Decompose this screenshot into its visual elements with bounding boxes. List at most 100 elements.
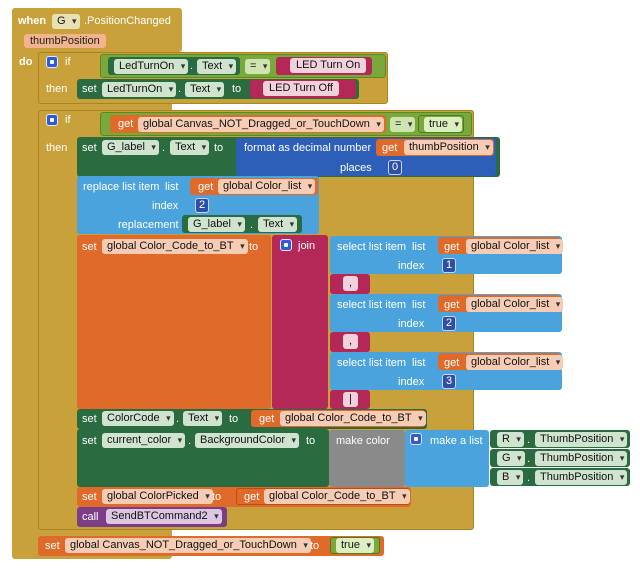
replace-label: replace list item (83, 181, 160, 193)
replacement-label: replacement (118, 219, 179, 231)
select1-label: select list item (337, 241, 407, 253)
set-color-code-to: to (249, 241, 259, 253)
select1-index-label: index (398, 260, 425, 272)
set-colorcode-var-dropdown[interactable]: global Color_Code_to_BT (280, 411, 426, 426)
make-list-gear-icon[interactable] (410, 433, 422, 445)
set-color-code-var-dropdown[interactable]: global Color_Code_to_BT (102, 239, 248, 254)
thumb-b-prop-dropdown[interactable]: ThumbPosition (535, 470, 628, 485)
sep-text-3-value[interactable]: | (343, 392, 358, 407)
thumb-g-component-dropdown[interactable]: G (497, 451, 525, 466)
join-gear-icon[interactable] (280, 239, 292, 251)
select3-list-label: list (412, 357, 426, 369)
make-color-label: make color (336, 435, 390, 447)
if1-gear-icon[interactable] (46, 56, 58, 68)
join-label: join (298, 240, 316, 252)
set-g-label-to: to (214, 142, 224, 154)
set-colorcode-get-label: get (259, 413, 275, 425)
thumb-b-component-dropdown[interactable]: B (497, 470, 524, 485)
replacement-component-dropdown[interactable]: G_label (188, 217, 245, 232)
set-g-label-set: set (82, 142, 97, 154)
thumb-b-dot: . (527, 472, 531, 484)
if1-set-prop-dropdown[interactable]: Text (185, 82, 225, 97)
set-colorpicked-set: set (82, 491, 97, 503)
if1-then-label: then (46, 83, 68, 95)
set-current-to: to (306, 435, 316, 447)
do-label: do (19, 56, 33, 68)
join-block[interactable] (272, 235, 328, 409)
format-get-var-dropdown[interactable]: thumbPosition (404, 140, 493, 155)
select1-list-var-dropdown[interactable]: global Color_list (466, 239, 564, 254)
select3-label: select list item (337, 357, 407, 369)
if1-rhs-text[interactable]: LED Turn On (290, 58, 367, 73)
if2-op-dropdown[interactable]: = (390, 117, 416, 132)
if2-true-dropdown[interactable]: true (424, 117, 462, 132)
set-colorcode-prop-dropdown[interactable]: Text (183, 411, 223, 426)
set-colorcode-set: set (82, 413, 97, 425)
sep-text-2-value[interactable]: , (343, 334, 359, 349)
if1-lhs-component-dropdown[interactable]: LedTurnOn (114, 59, 189, 74)
set-color-code-set: set (82, 241, 97, 253)
select1-list-label: list (412, 241, 426, 253)
thumb-g-prop-dropdown[interactable]: ThumbPosition (535, 451, 628, 466)
select2-index-label: index (398, 318, 425, 330)
if1-lhs-prop-dropdown[interactable]: Text (197, 59, 237, 74)
if1-op-dropdown[interactable]: = (245, 59, 271, 74)
replace-list-var-dropdown[interactable]: global Color_list (218, 179, 316, 194)
select2-get-label: get (444, 299, 460, 311)
if2-gear-icon[interactable] (46, 114, 58, 126)
replacement-dot: . (250, 219, 254, 231)
set-g-label-prop-dropdown[interactable]: Text (170, 140, 210, 155)
select2-list-var-dropdown[interactable]: global Color_list (466, 297, 564, 312)
event-component-dropdown[interactable]: G (52, 14, 80, 29)
call-procedure-dropdown[interactable]: SendBTCommand2 (106, 509, 222, 524)
make-a-list-label: make a list (430, 435, 483, 447)
if1-to-label: to (232, 83, 242, 95)
if2-get-label: get (118, 118, 134, 130)
format-places-number[interactable]: 0 (388, 160, 402, 175)
if1-if-label: if (65, 56, 71, 68)
select2-label: select list item (337, 299, 407, 311)
when-label: when (18, 15, 47, 27)
final-set-label: set (45, 540, 60, 552)
thumb-r-component-dropdown[interactable]: R (497, 432, 524, 447)
if1-set-dot: . (178, 83, 182, 95)
set-colorpicked-var-dropdown[interactable]: global ColorPicked (102, 489, 213, 504)
replace-index-label: index (152, 200, 179, 212)
format-places-label: places (340, 162, 372, 174)
set-g-label-component-dropdown[interactable]: G_label (102, 140, 159, 155)
final-set-to: to (310, 540, 320, 552)
set-colorcode-to: to (229, 413, 239, 425)
replace-get-label: get (198, 181, 214, 193)
set-color-code-block[interactable] (77, 235, 271, 409)
set-current-set: set (82, 435, 97, 447)
if2-then-label: then (46, 142, 68, 154)
event-param-thumbposition[interactable]: thumbPosition (24, 34, 106, 48)
if1-then-text[interactable]: LED Turn Off (263, 81, 339, 96)
thumb-r-prop-dropdown[interactable]: ThumbPosition (535, 432, 628, 447)
make-color-block[interactable] (329, 430, 405, 487)
set-current-prop-dropdown[interactable]: BackgroundColor (195, 433, 299, 448)
final-true-dropdown[interactable]: true (336, 538, 374, 553)
select3-index-label: index (398, 376, 425, 388)
set-colorpicked-get-var-dropdown[interactable]: global Color_Code_to_BT (264, 489, 410, 504)
sep-text-1-value[interactable]: , (343, 276, 359, 291)
if1-set-component-dropdown[interactable]: LedTurnOn (102, 82, 177, 97)
select2-index-number[interactable]: 2 (442, 316, 456, 331)
set-g-label-dot: . (162, 142, 166, 154)
if2-get-var-dropdown[interactable]: global Canvas_NOT_Dragged_or_TouchDown (138, 117, 384, 132)
select2-list-label: list (412, 299, 426, 311)
set-colorcode-component-dropdown[interactable]: ColorCode (102, 411, 174, 426)
set-current-component-dropdown[interactable]: current_color (102, 433, 186, 448)
final-set-var-dropdown[interactable]: global Canvas_NOT_Dragged_or_TouchDown (65, 538, 311, 553)
set-colorcode-dot: . (176, 413, 180, 425)
replace-index-number[interactable]: 2 (195, 198, 209, 213)
thumb-g-dot: . (527, 453, 531, 465)
set-colorpicked-to: to (212, 491, 222, 503)
select3-list-var-dropdown[interactable]: global Color_list (466, 355, 564, 370)
select1-index-number[interactable]: 1 (442, 258, 456, 273)
replace-list-label: list (165, 181, 179, 193)
if2-if-label: if (65, 114, 71, 126)
if1-set-label: set (82, 83, 97, 95)
replacement-prop-dropdown[interactable]: Text (258, 217, 298, 232)
select3-index-number[interactable]: 3 (442, 374, 456, 389)
